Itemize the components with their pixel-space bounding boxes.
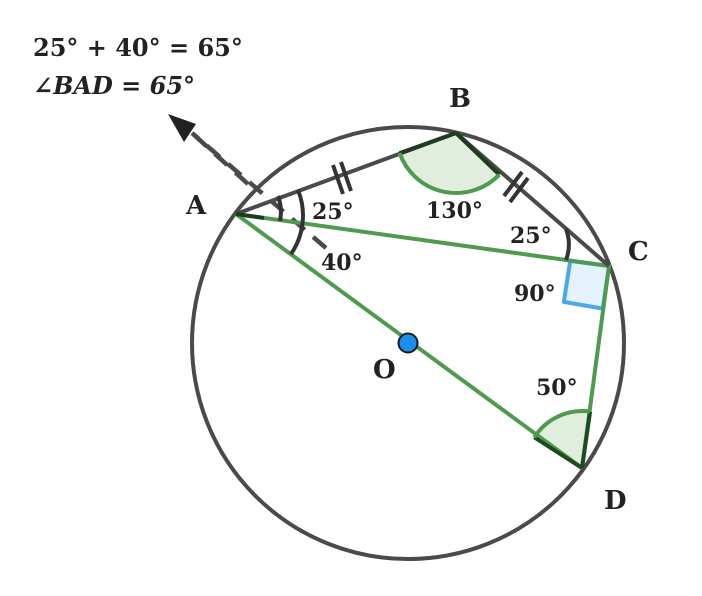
- label-angle-adc: 50°: [536, 375, 578, 401]
- angle-abc-arc: [397, 152, 501, 195]
- label-point-d: D: [604, 486, 627, 516]
- label-angle-acd: 90°: [514, 281, 556, 307]
- segment-ac: [235, 212, 610, 268]
- label-angle-bac: 25°: [312, 199, 354, 225]
- circumcircle: [190, 125, 626, 561]
- label-point-a: A: [185, 191, 207, 221]
- tick-ab-1: [331, 164, 345, 195]
- angle-a-inner-arc: [276, 195, 283, 222]
- right-angle-marker: [561, 258, 611, 311]
- center-point: [397, 332, 419, 354]
- note-sum: 25° + 40° = 65°: [33, 33, 243, 62]
- angle-adc-sector: [534, 411, 591, 468]
- label-angle-bca: 25°: [510, 223, 552, 249]
- angle-a-outer-arc: [289, 189, 305, 256]
- edge-accent-b-left: [398, 131, 457, 155]
- label-angle-abc: 130°: [426, 198, 483, 224]
- tick-bc-1: [502, 170, 524, 198]
- arrow-head: [168, 114, 196, 142]
- tick-ab-2: [339, 161, 353, 192]
- note-angle-bad: ∠BAD = 65°: [33, 71, 195, 100]
- angle-bca-arc: [564, 228, 571, 261]
- edge-accent-d-left: [533, 435, 584, 470]
- tick-bc-2: [508, 176, 530, 204]
- edge-accent-d-right: [580, 411, 593, 469]
- angle-adc-arc: [532, 409, 591, 439]
- label-angle-cad: 40°: [321, 250, 363, 276]
- label-point-c: C: [628, 237, 649, 267]
- label-point-b: B: [449, 84, 471, 114]
- label-point-o: O: [373, 355, 396, 385]
- angle-abc-sector: [399, 133, 500, 194]
- edge-accent-a: [235, 212, 265, 220]
- edge-accent-b-right: [454, 131, 501, 177]
